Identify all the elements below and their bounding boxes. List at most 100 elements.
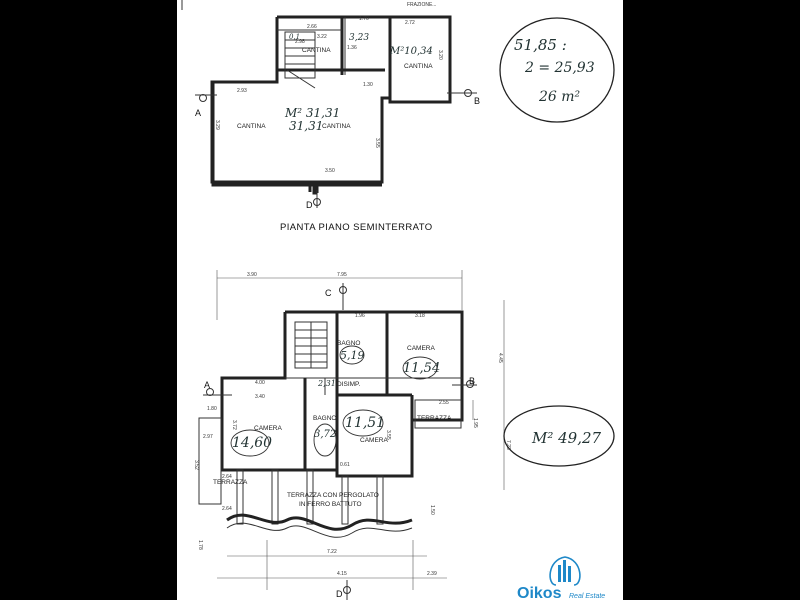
area-circle [342,409,384,437]
terrace-right [414,399,462,429]
area-circle [230,429,270,457]
room-label-camera: CAMERA [407,345,435,352]
basement-plan: CANTINA CANTINA CANTINA CANTINA M² 31,31… [195,15,480,233]
svg-text:D: D [306,200,313,210]
dimension-label: 1.96 [355,313,365,319]
dimension-label: 3.40 [255,394,265,400]
svg-text:C: C [325,288,332,298]
room-label-terrazza: TERRAZZA [417,415,452,422]
dimension-label: 2.66 [307,24,317,30]
area-handwritten: 14,60 [232,435,272,451]
oikos-logo: Oikos Real Estate [517,556,605,600]
dimension-label: 4.00 [255,380,265,386]
svg-text:A: A [195,108,201,118]
dimension-label: 3.22 [317,34,327,40]
basement-area-handwritten: M² 31,31 [284,106,340,120]
room-label-terrazza: TERRAZZA [213,479,248,486]
room-label-camera: CAMERA [360,437,388,444]
dimension-label: 2.55 [439,400,449,406]
basement-wall-segment [211,82,317,195]
dimension-label: 3.20 [437,50,443,60]
brand-name: Oikos [517,585,562,600]
area-handwritten: 5,19 [340,349,365,362]
basement-room-label: CANTINA [237,123,266,130]
room-label-bagno: BAGNO [313,415,336,422]
basement-wall-segment [315,183,382,193]
basement-room-label: CANTINA [404,63,433,70]
area-handwritten: 3,72 [314,429,336,440]
svg-text:A: A [204,380,210,390]
ground-plan: 3.90 7.95 [193,270,511,600]
dimension-label: 4.15 [337,571,347,577]
basement-area-handwritten-2: 31,31 [289,119,323,133]
svg-text:2 = 25,93: 2 = 25,93 [524,60,595,76]
ground-stair [294,321,328,369]
basement-title: PIANTA PIANO SEMINTERRATO [280,222,433,233]
dimension-label: 2.64 [222,474,232,480]
dimension-label: 1.70 [359,16,369,22]
basement-room-label: CANTINA [322,123,351,130]
section-mark-d: D [306,190,321,210]
dimension-label: 7.23 [505,440,511,450]
dimension-label: 1.80 [207,406,217,412]
svg-text:B: B [469,376,475,386]
dimension-label: 3.90 [247,272,257,278]
dimension-label: 3.55 [374,138,380,148]
dimension-label: 3.72 [231,420,237,430]
dimension-label: 2.93 [237,88,247,94]
room-label-camera: CAMERA [254,425,282,432]
brand-tagline: Real Estate [569,593,605,600]
dimension-label: 7.22 [327,549,337,555]
area-circle [339,345,365,365]
dimension-label: 2.97 [203,434,213,440]
dimension-label: 3.52 [193,460,199,470]
svg-text:M² 49,27: M² 49,27 [531,429,602,447]
dimension-label: 4.45 [497,353,503,363]
annotation-circle-bottom: M² 49,27 [503,405,615,467]
room-label-bagno: BAGNO [337,340,360,347]
basement-area-handwritten: 3,23 [349,33,369,43]
section-mark-a: A [195,94,217,118]
area-handwritten: 11,51 [345,415,385,431]
room-label-pergolato: TERRAZZA CON PERGOLATO [287,492,379,499]
header-text: FRAZIONE... [407,2,436,8]
dimension-label: 1.95 [472,418,478,428]
dimension-label: 2.39 [427,571,437,577]
svg-text:51,85 :: 51,85 : [514,36,567,54]
basement-note-handwritten: 0,1 [289,33,300,41]
dimension-label: 1.50 [429,505,435,515]
dimension-label: 3.29 [214,120,220,130]
dimension-label: 7.95 [337,272,347,278]
svg-text:26 m²: 26 m² [538,89,581,105]
dimension-label: 3.55 [385,430,391,440]
basement-stair [284,31,316,89]
area-handwritten: 11,54 [403,361,440,376]
ground-outer-wall [220,310,464,478]
floor-plan-sheet: FRAZIONE... CANTINA CANTINA CANTINA CANT… [177,0,623,600]
dimension-label: 3.18 [415,313,425,319]
basement-right-room-wall [388,15,452,104]
dimension-label: 1.78 [197,540,203,550]
section-mark-b: B [452,376,477,388]
section-mark-b: B [447,89,480,106]
svg-text:D: D [336,589,343,599]
room-label-pergolato: IN FERRO BATTUTO [299,501,362,508]
area-circle [402,356,438,380]
section-mark-a: A [203,380,232,396]
svg-text:B: B [474,96,480,106]
dimension-label: 3.50 [325,168,335,174]
pergola-curved-edge [226,522,413,538]
dimension-label: 1.36 [347,45,357,51]
basement-room-label: CANTINA [302,47,331,54]
section-mark-d: D [336,580,351,600]
area-handwritten: 2,31 [317,379,336,388]
dimension-label: 2.64 [222,506,232,512]
section-mark-c: C [325,283,347,310]
terrace-left [198,417,222,505]
dimension-label: 2.98 [295,39,305,45]
area-circle [313,423,337,457]
dimension-label: 1.30 [363,82,373,88]
pergola-curved-edge [226,513,413,531]
dimension-label: 0.61 [340,462,350,468]
annotation-circle-top: 51,85 : 2 = 25,93 26 m² [499,17,615,123]
